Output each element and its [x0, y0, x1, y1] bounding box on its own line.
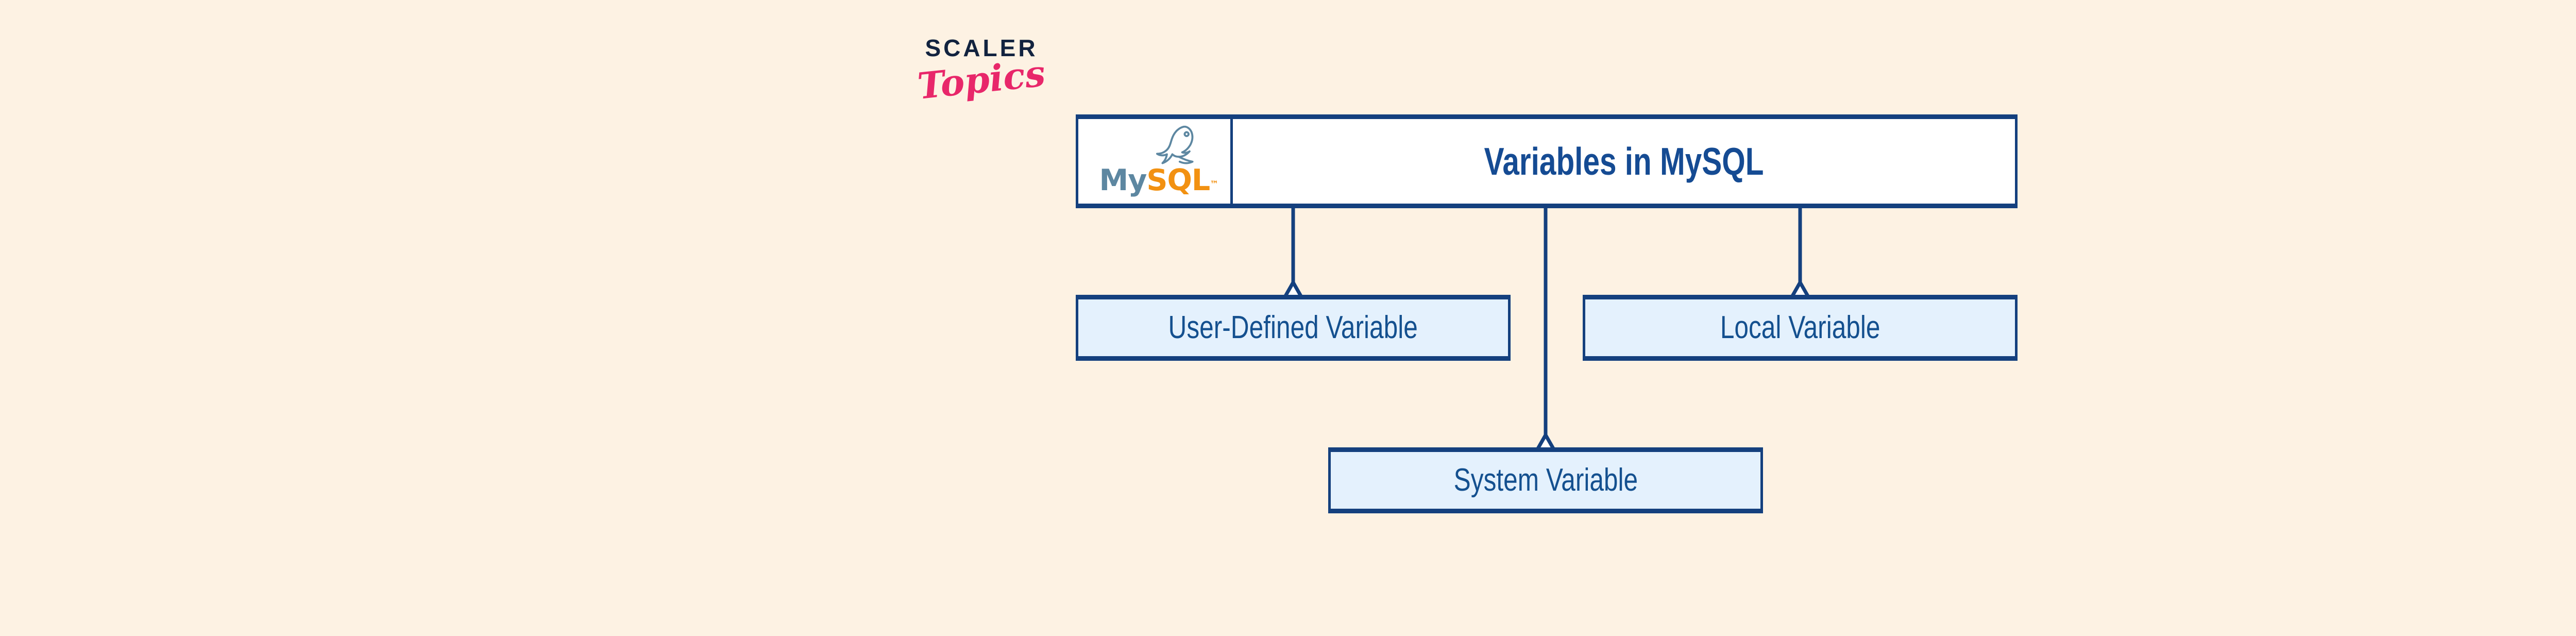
- mysql-logo-cell: MySQL™: [1078, 119, 1233, 204]
- connector-header-to-local: [1788, 208, 1812, 299]
- mysql-wordmark: MySQL™: [1099, 166, 1219, 195]
- connector-header-to-user-defined: [1281, 208, 1305, 299]
- node-local-variable[interactable]: Local Variable: [1583, 295, 2018, 361]
- brand-wordmark-scaler: SCALER: [925, 35, 1038, 61]
- node-label: System Variable: [1453, 462, 1638, 498]
- mysql-wordmark-sql: SQL: [1146, 163, 1210, 197]
- page-title: Variables in MySQL: [1484, 140, 1764, 183]
- node-user-defined-variable[interactable]: User-Defined Variable: [1076, 295, 1511, 361]
- trademark-symbol: ™: [1210, 179, 1219, 190]
- node-label: Local Variable: [1720, 310, 1880, 345]
- connector-header-to-system: [1534, 208, 1557, 451]
- node-system-variable[interactable]: System Variable: [1328, 447, 1763, 513]
- header-title-cell: Variables in MySQL: [1233, 119, 2015, 204]
- dolphin-icon: [1156, 125, 1194, 164]
- node-label: User-Defined Variable: [1168, 310, 1418, 345]
- scaler-topics-logo: SCALER Topics: [899, 36, 1064, 134]
- mysql-wordmark-my: My: [1099, 163, 1147, 197]
- header-node[interactable]: MySQL™ Variables in MySQL: [1076, 114, 2018, 208]
- brand-wordmark-topics: Topics: [916, 52, 1047, 108]
- mysql-logo: MySQL™: [1095, 125, 1218, 197]
